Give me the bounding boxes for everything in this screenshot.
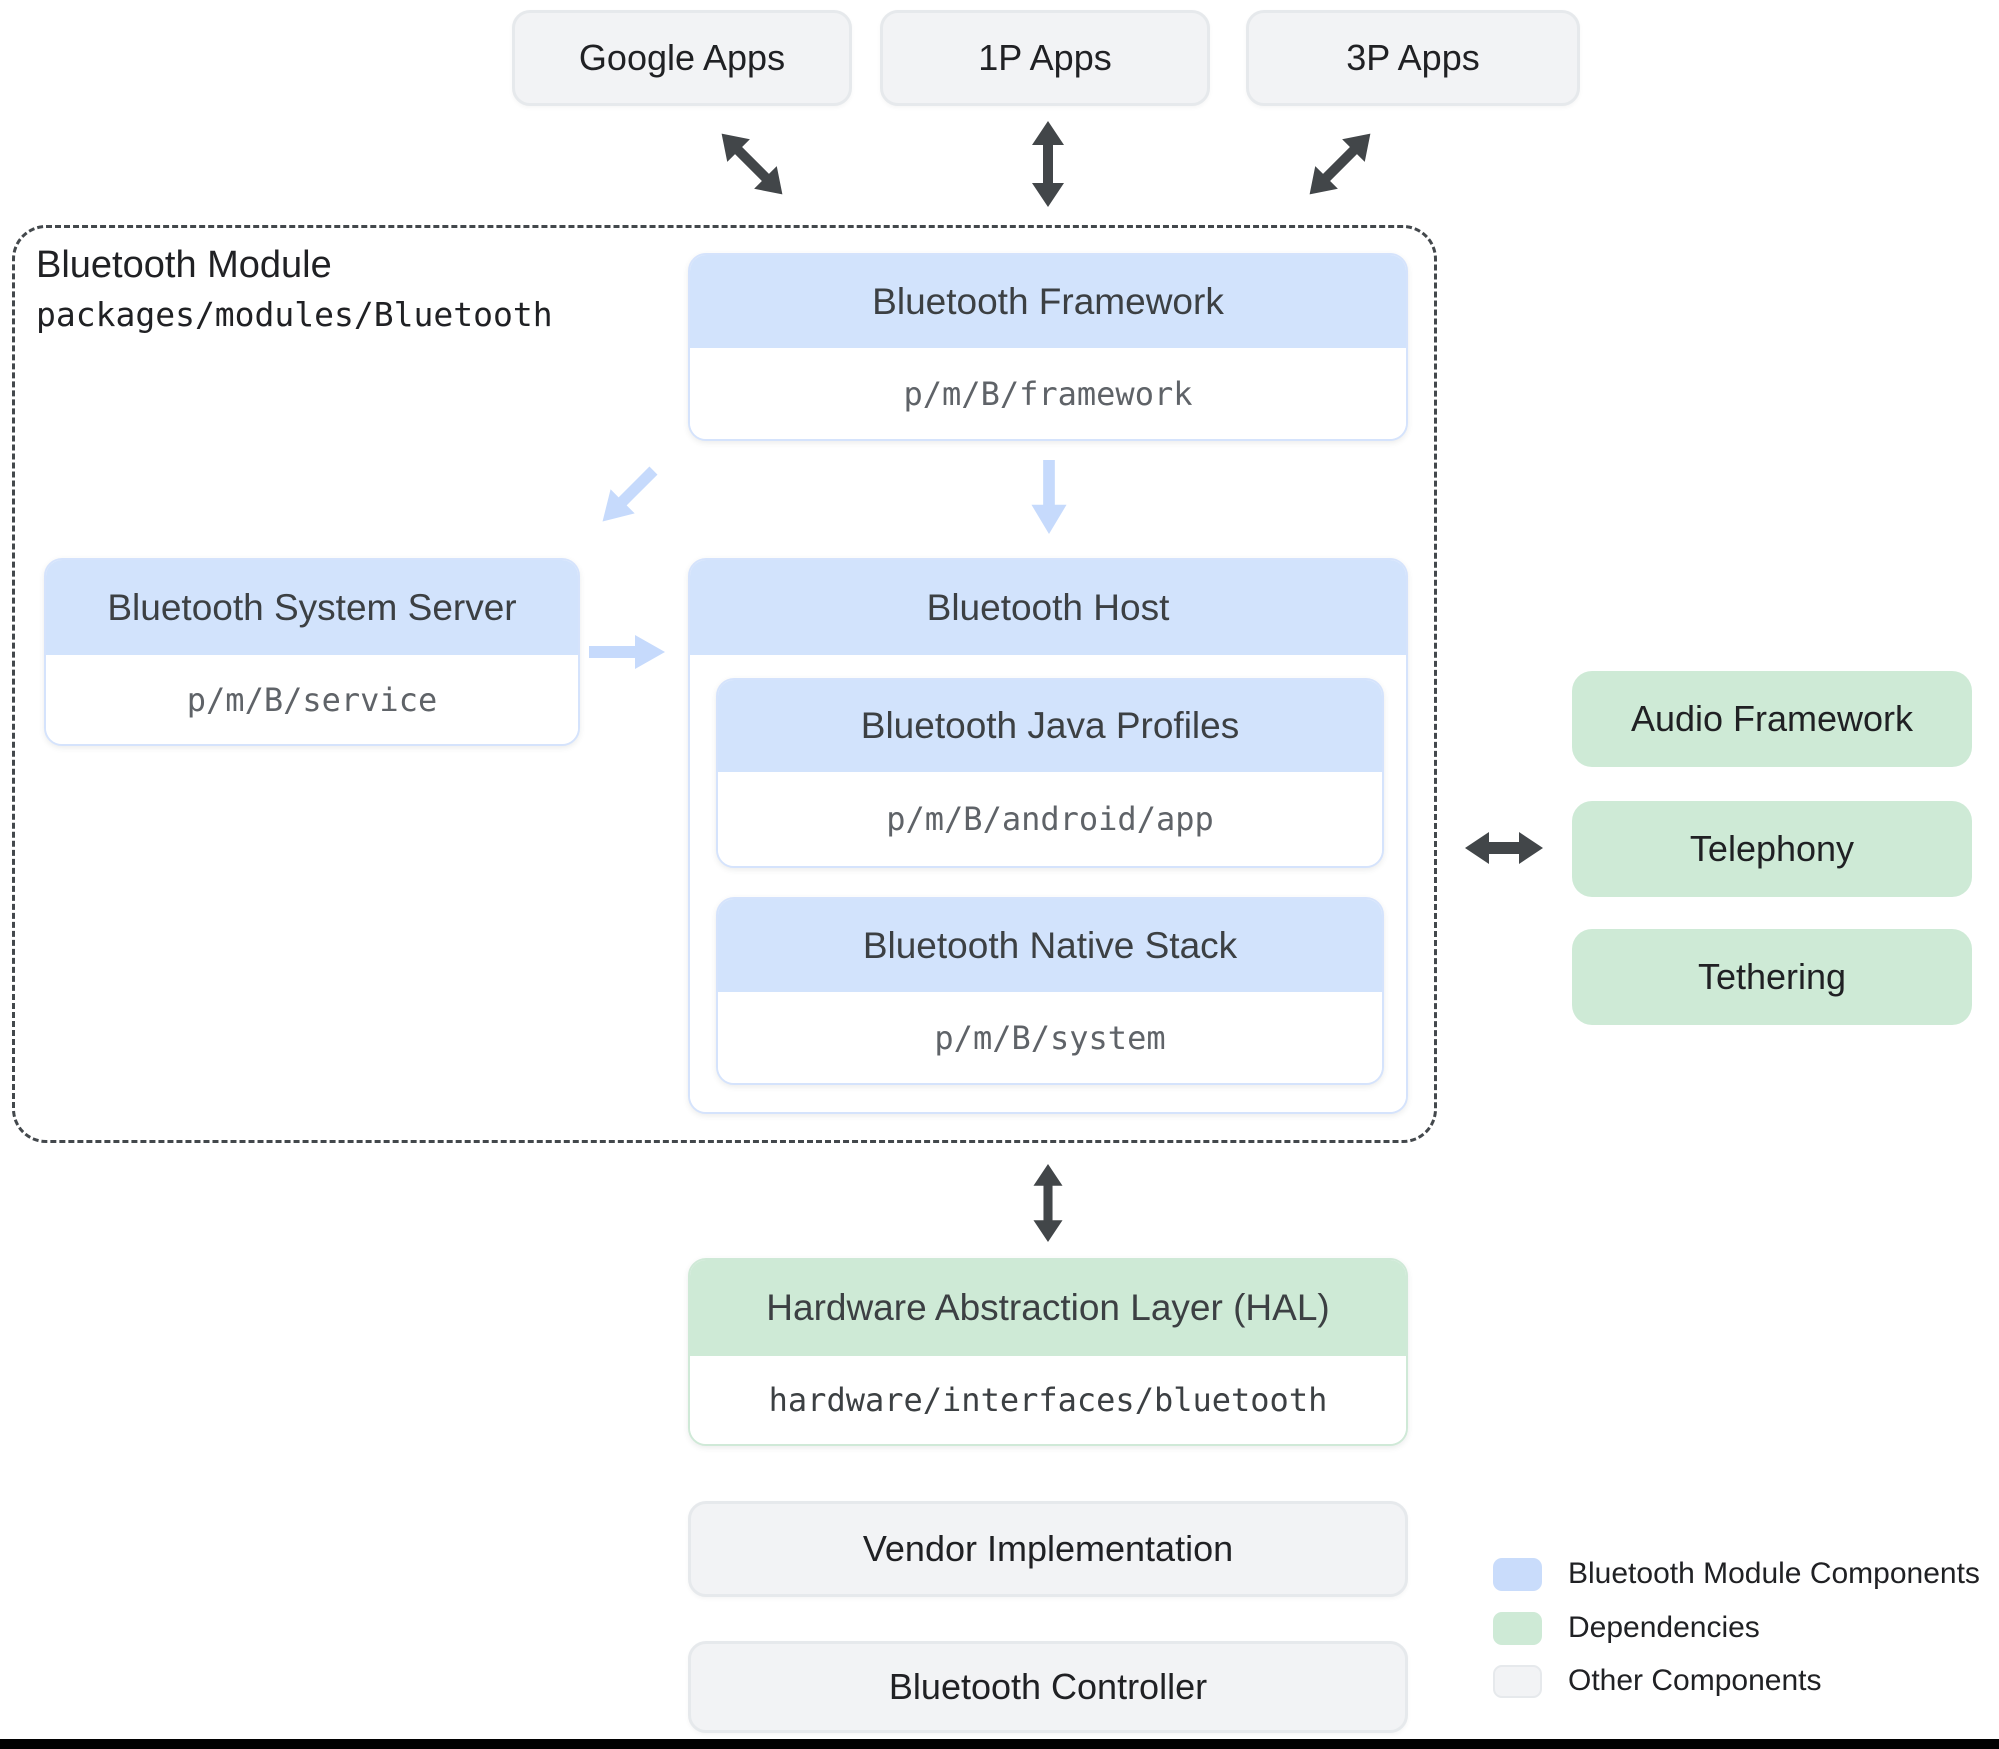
- bluetooth-java-profiles-box: Bluetooth Java Profiles p/m/B/android/ap…: [716, 678, 1384, 868]
- bluetooth-java-profiles-header: Bluetooth Java Profiles: [718, 680, 1382, 772]
- hal-path: hardware/interfaces/bluetooth: [690, 1356, 1406, 1444]
- bluetooth-java-profiles-path: p/m/B/android/app: [718, 772, 1382, 866]
- vendor-implementation-box: Vendor Implementation: [688, 1501, 1408, 1597]
- bluetooth-framework-title: Bluetooth Framework: [872, 280, 1224, 322]
- google-apps-label: Google Apps: [578, 37, 786, 78]
- bottom-black-bar: [0, 1739, 1999, 1749]
- audio-framework-box: Audio Framework: [1572, 671, 1972, 767]
- bluetooth-host-title: Bluetooth Host: [926, 586, 1170, 628]
- bluetooth-framework-header: Bluetooth Framework: [690, 255, 1406, 348]
- hal-box: Hardware Abstraction Layer (HAL) hardwar…: [688, 1258, 1408, 1446]
- bluetooth-native-stack-path: p/m/B/system: [718, 992, 1382, 1083]
- module-to-dependencies-double-arrow-icon: [1465, 828, 1543, 868]
- bluetooth-module-label: Bluetooth Module packages/modules/Blueto…: [36, 244, 553, 334]
- legend-row-module-components: Bluetooth Module Components: [1493, 1552, 1980, 1596]
- hal-header: Hardware Abstraction Layer (HAL): [690, 1260, 1406, 1356]
- legend-swatch-other-components: [1493, 1664, 1542, 1698]
- bluetooth-native-stack-box: Bluetooth Native Stack p/m/B/system: [716, 897, 1384, 1085]
- bluetooth-framework-path: p/m/B/framework: [690, 348, 1406, 439]
- bluetooth-native-stack-title: Bluetooth Native Stack: [862, 924, 1238, 966]
- bluetooth-framework-box: Bluetooth Framework p/m/B/framework: [688, 253, 1408, 441]
- legend-row-other-components: Other Components: [1493, 1659, 1821, 1703]
- third-party-apps-box: 3P Apps: [1246, 10, 1580, 106]
- telephony-box: Telephony: [1572, 801, 1972, 897]
- bluetooth-system-server-header: Bluetooth System Server: [46, 560, 578, 655]
- legend-label-dependencies: Dependencies: [1568, 1611, 1760, 1644]
- bluetooth-system-server-title: Bluetooth System Server: [107, 586, 517, 628]
- legend-label-module-components: Bluetooth Module Components: [1568, 1557, 1980, 1590]
- hal-title: Hardware Abstraction Layer (HAL): [766, 1287, 1330, 1328]
- third-party-apps-label: 3P Apps: [1346, 37, 1480, 78]
- bluetooth-module-path: packages/modules/Bluetooth: [36, 294, 553, 334]
- tethering-box: Tethering: [1572, 929, 1972, 1025]
- framework-to-host-arrow-icon: [1030, 460, 1068, 534]
- third-party-apps-double-arrow-icon: [1297, 121, 1383, 207]
- module-to-hal-double-arrow-icon: [1030, 1164, 1066, 1242]
- bluetooth-java-profiles-title: Bluetooth Java Profiles: [860, 705, 1240, 746]
- first-party-apps-box: 1P Apps: [880, 10, 1210, 106]
- first-party-apps-label: 1P Apps: [978, 37, 1112, 78]
- legend-swatch-dependencies: [1493, 1611, 1542, 1645]
- tethering-label: Tethering: [1697, 956, 1847, 997]
- legend-swatch-module-components: [1493, 1557, 1542, 1591]
- bluetooth-controller-box: Bluetooth Controller: [688, 1641, 1408, 1733]
- framework-to-system-server-arrow-icon: [588, 456, 669, 537]
- google-apps-box: Google Apps: [512, 10, 852, 106]
- bluetooth-module-title: Bluetooth Module: [36, 244, 332, 286]
- bluetooth-module-boundary: [12, 225, 1437, 1143]
- audio-framework-label: Audio Framework: [1630, 698, 1914, 739]
- google-apps-double-arrow-icon: [709, 121, 795, 207]
- bluetooth-host-header: Bluetooth Host: [690, 560, 1406, 655]
- bluetooth-controller-label: Bluetooth Controller: [888, 1666, 1208, 1707]
- bluetooth-system-server-path: p/m/B/service: [46, 655, 578, 744]
- bluetooth-native-stack-header: Bluetooth Native Stack: [718, 899, 1382, 992]
- system-server-to-host-arrow-icon: [589, 634, 665, 670]
- legend-row-dependencies: Dependencies: [1493, 1606, 1760, 1650]
- telephony-label: Telephony: [1689, 828, 1855, 869]
- first-party-apps-double-arrow-icon: [1030, 121, 1066, 207]
- bluetooth-system-server-box: Bluetooth System Server p/m/B/service: [44, 558, 580, 746]
- legend-label-other-components: Other Components: [1568, 1664, 1822, 1697]
- vendor-implementation-label: Vendor Implementation: [862, 1528, 1234, 1569]
